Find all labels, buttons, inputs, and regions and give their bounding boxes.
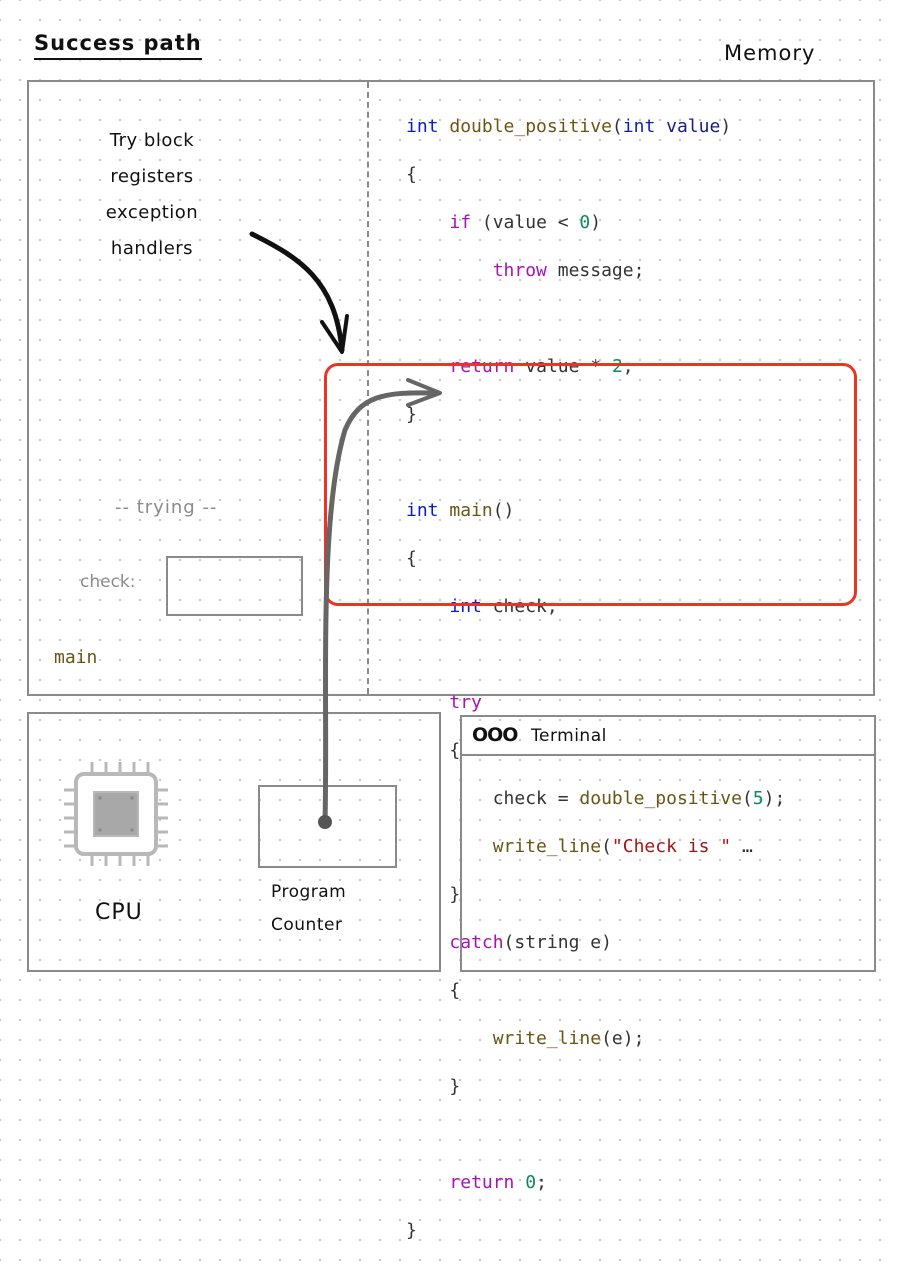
code-line: write_line("Check is " … [492, 836, 753, 857]
annotation-line-4: handlers [110, 238, 194, 259]
memory-box [27, 80, 875, 696]
terminal-title: Terminal [531, 726, 607, 746]
terminal-window [460, 715, 876, 972]
code-line: try [449, 692, 482, 713]
code-line: } [449, 1076, 461, 1097]
annotation-line-2: registers [110, 166, 194, 187]
code-line: { [449, 980, 461, 1001]
cpu-box [27, 712, 441, 972]
trying-label: -- trying -- [115, 497, 218, 518]
code-line: check = double_positive(5); [492, 788, 786, 809]
pc-label-line-1: Program [271, 882, 347, 902]
memory-divider [367, 82, 369, 694]
program-counter-box [258, 785, 397, 868]
annotation-line-1: Try block [109, 130, 195, 151]
code-line: throw message; [492, 260, 645, 281]
cpu-chip-icon [64, 762, 168, 866]
code-line: write_line(e); [492, 1028, 645, 1049]
code-line: { [406, 164, 417, 185]
memory-label: Memory [724, 41, 816, 65]
code-line [406, 307, 785, 331]
terminal-titlebar-divider [460, 754, 876, 756]
diagram-title: Success path [34, 30, 202, 60]
code-line: int check; [449, 596, 558, 617]
check-value-box [166, 556, 303, 616]
frame-label-main: main [54, 647, 98, 668]
terminal-window-buttons[interactable]: OOO [472, 724, 518, 746]
code-line: return value * 2; [449, 356, 634, 377]
code-listing: int double_positive(int value) { if (val… [406, 91, 785, 1267]
code-line [406, 643, 785, 667]
cpu-label: CPU [95, 900, 143, 925]
annotation-line-3: exception [105, 202, 199, 223]
code-line: catch(string e) [449, 932, 612, 953]
check-label: check: [80, 572, 136, 592]
try-block-annotation: Try block registers exception handlers [82, 123, 222, 267]
code-line: if (value < 0) [449, 212, 602, 233]
code-line: } [449, 884, 461, 905]
code-line: { [449, 740, 461, 761]
program-counter-label: Program Counter [271, 876, 346, 942]
code-line: } [406, 1220, 417, 1241]
pc-label-line-2: Counter [271, 915, 343, 935]
code-line: return 0; [449, 1172, 547, 1193]
code-line: int double_positive(int value) [406, 116, 732, 137]
code-line [406, 1123, 785, 1147]
try-block-highlight [324, 363, 857, 606]
